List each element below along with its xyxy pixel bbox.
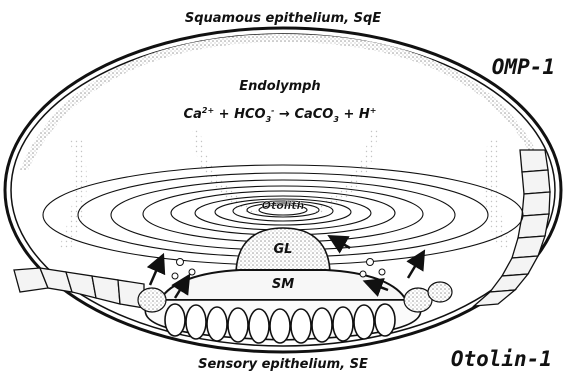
- reaction-ca: Ca: [184, 107, 202, 122]
- bottom-label: Sensory epithelium, SE: [198, 357, 368, 372]
- squamous-epithelium: [20, 34, 545, 170]
- reaction-h-sup: +: [370, 106, 377, 115]
- left-epithelium-cells: [14, 268, 144, 308]
- endolymph-label: Endolymph: [239, 79, 320, 94]
- reaction-ca-sup: 2+: [202, 106, 214, 115]
- reaction-equation: Ca2+ + HCO3- → CaCO3 + H+: [184, 106, 377, 124]
- omp1-label: OMP-1: [492, 55, 555, 79]
- sm-label: SM: [272, 277, 294, 292]
- reaction-arrow: →: [274, 107, 294, 122]
- reaction-hco-sub: 3: [266, 115, 272, 124]
- otolin1-label: Otolin-1: [451, 347, 552, 371]
- gl-label: GL: [274, 242, 293, 257]
- reaction-caco: CaCO: [294, 107, 333, 122]
- reaction-plus1: + HCO: [214, 107, 265, 122]
- otolith-label: Otolith: [262, 199, 305, 212]
- reaction-plus2: + H: [339, 107, 370, 122]
- top-label: Squamous epithelium, SqE: [185, 11, 381, 26]
